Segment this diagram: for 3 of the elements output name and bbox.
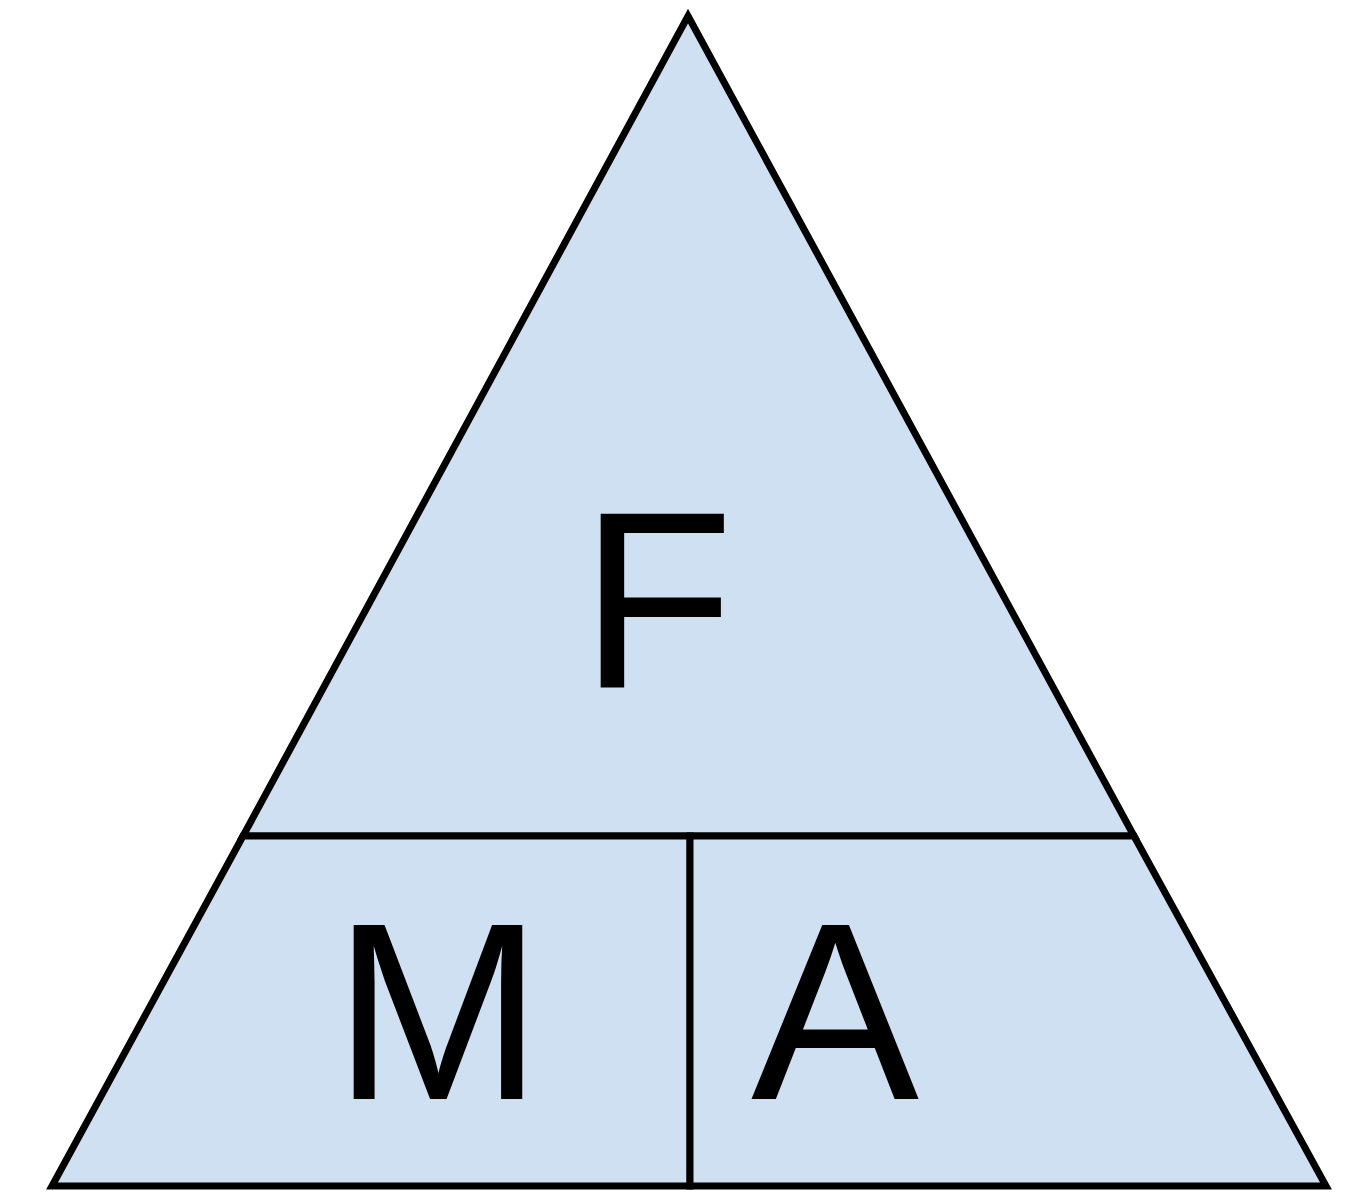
variable-letter: A	[750, 913, 920, 1111]
variable-letter: F	[580, 501, 734, 699]
variable-letter: M	[333, 913, 543, 1111]
